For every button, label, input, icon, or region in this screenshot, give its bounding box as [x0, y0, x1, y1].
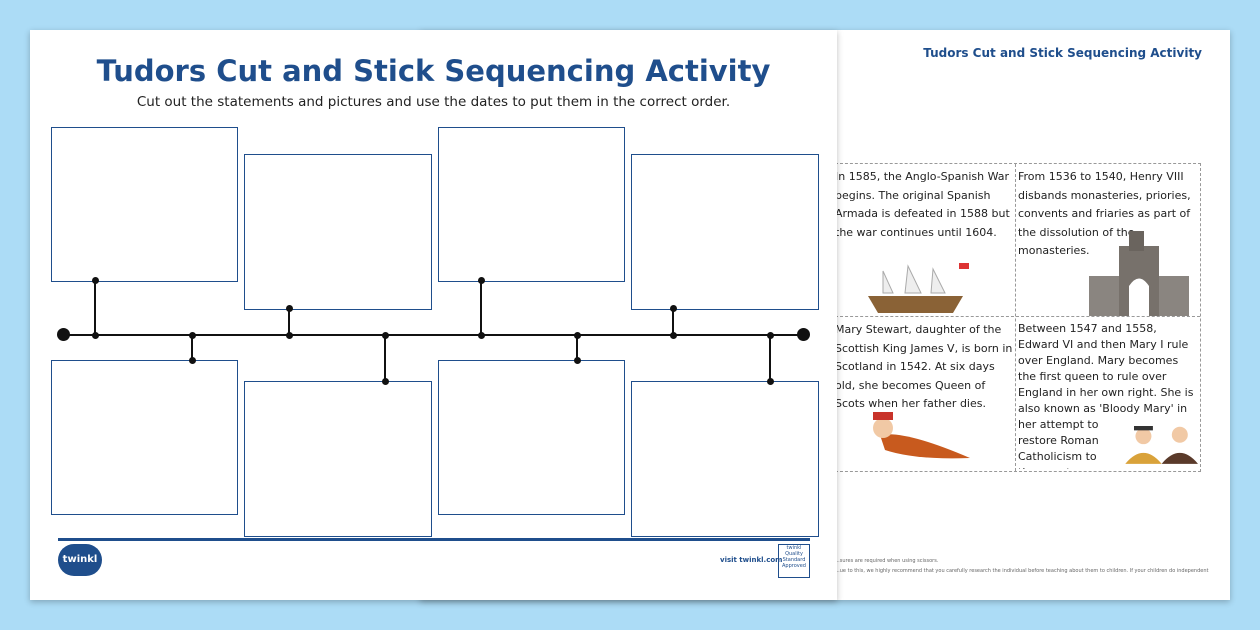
- card-divider-vertical: [1015, 164, 1016, 471]
- instructions: Cut out the statements and pictures and …: [136, 94, 731, 110]
- connector-dot: [91, 331, 99, 339]
- statement-card: Between 1547 and 1558, Edward VI and the…: [1018, 321, 1198, 469]
- connector-dot: [91, 276, 99, 284]
- twinkl-logo[interactable]: twinkl: [58, 544, 102, 576]
- connector-dot: [477, 276, 485, 284]
- safety-note: ...sures are required when using scissor…: [835, 558, 939, 564]
- edward-mary-image: [1125, 426, 1198, 464]
- connector-line: [94, 280, 96, 335]
- picture-box: [631, 381, 819, 537]
- connector-dot: [381, 331, 389, 339]
- connector-line: [672, 308, 674, 335]
- abbey-ruin-image: [1089, 231, 1189, 316]
- visit-link[interactable]: visit twinkl.com: [720, 556, 783, 564]
- connector-dot: [285, 304, 293, 312]
- connector-line: [576, 335, 578, 360]
- picture-box: [244, 154, 432, 310]
- connector-dot: [188, 356, 196, 364]
- connector-line: [288, 308, 290, 335]
- picture-box: [438, 127, 625, 282]
- front-worksheet-page: Tudors Cut and Stick Sequencing Activity…: [30, 30, 837, 600]
- footer-rule: [58, 538, 810, 541]
- picture-box: [51, 360, 238, 515]
- quality-badge: twinkl Quality Standard Approved: [778, 544, 810, 578]
- connector-dot: [285, 331, 293, 339]
- page-title: Tudors Cut and Stick Sequencing Activity: [96, 54, 771, 88]
- connector-dot: [669, 331, 677, 339]
- statement-card: In 1585, the Anglo-Spanish War begins. T…: [835, 168, 1013, 316]
- connector-dot: [188, 331, 196, 339]
- connector-dot: [573, 356, 581, 364]
- connector-line: [480, 280, 482, 335]
- connector-dot: [477, 331, 485, 339]
- research-note: ...ue to this, we highly recommend that …: [835, 568, 1209, 574]
- timeline-line: [63, 334, 803, 336]
- connector-line: [384, 335, 386, 381]
- statement-card: From 1536 to 1540, Henry VIII disbands m…: [1018, 168, 1198, 316]
- picture-box: [631, 154, 819, 310]
- card-divider-horizontal: [835, 316, 1200, 317]
- statement-card: Mary Stewart, daughter of the Scottish K…: [835, 321, 1013, 469]
- statement-cards-grid: In 1585, the Anglo-Spanish War begins. T…: [835, 163, 1201, 472]
- picture-box: [51, 127, 238, 282]
- connector-dot: [381, 377, 389, 385]
- baby-queen-image: [873, 412, 970, 459]
- connector-dot: [573, 331, 581, 339]
- connector-dot: [669, 304, 677, 312]
- connector-dot: [766, 331, 774, 339]
- connector-dot: [766, 377, 774, 385]
- connector-line: [769, 335, 771, 381]
- connector-line: [191, 335, 193, 360]
- back-page-title: Tudors Cut and Stick Sequencing Activity: [923, 46, 1202, 60]
- timeline-start-dot: [57, 328, 70, 341]
- timeline-end-dot: [797, 328, 810, 341]
- ship-image: [868, 263, 969, 313]
- picture-box: [438, 360, 625, 515]
- picture-box: [244, 381, 432, 537]
